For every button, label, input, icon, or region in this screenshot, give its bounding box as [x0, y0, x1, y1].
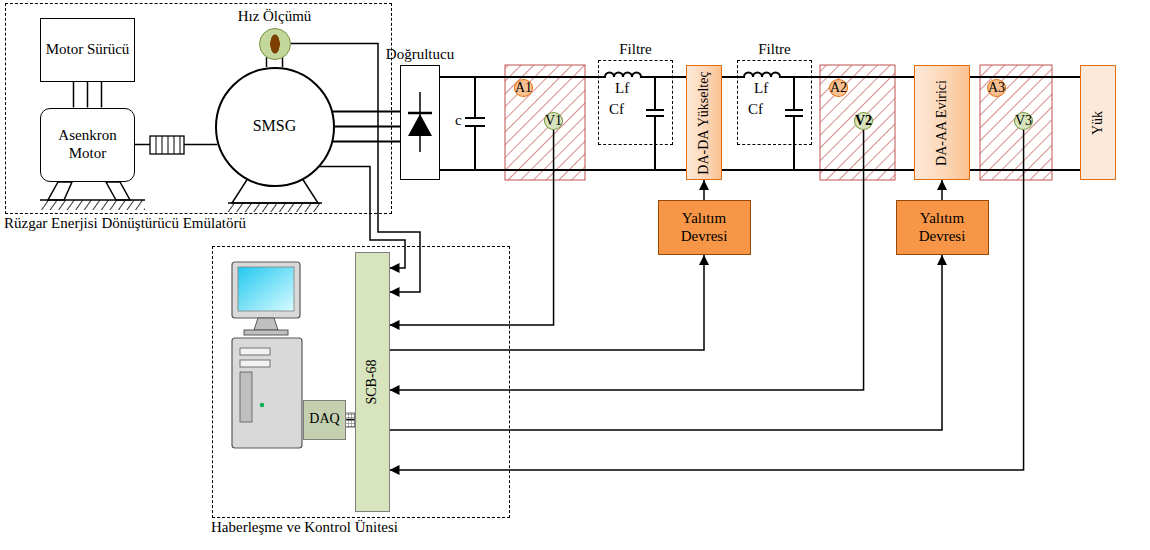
inductor-symbol	[598, 73, 673, 78]
node-label: Doğrultucu	[386, 46, 454, 63]
isolation-box: Yalıtım Devresi	[658, 200, 751, 255]
ribbon-cable	[345, 413, 355, 427]
motor-box: Asenkron Motor	[40, 108, 135, 182]
ground-line	[228, 202, 322, 204]
node-label: Haberleşme ve Kontrol Ünitesi	[211, 519, 398, 536]
node-label: Yük	[1090, 70, 1106, 175]
voltage-sensor: V1	[544, 112, 563, 130]
dc-rail	[440, 169, 1080, 171]
node-label: SMSG	[253, 117, 297, 135]
emulator-region: Motor SürücüAsenkron Motor Hız ÖlçümüSMSG…	[5, 3, 392, 214]
ground-hatch	[40, 200, 145, 210]
isolation-box: Yalıtım Devresi	[896, 200, 989, 255]
current-sensor: A2	[829, 79, 848, 97]
node-label: V1	[545, 113, 562, 129]
signal-wire	[390, 130, 864, 390]
power-led	[260, 403, 264, 407]
component-label: c	[455, 112, 462, 129]
node-label: A2	[830, 80, 847, 96]
signal-wire	[941, 180, 943, 200]
power-wire	[812, 76, 914, 78]
power-wire	[970, 76, 1080, 78]
component-label: Cf	[748, 101, 763, 118]
node-label: SCB-68	[364, 257, 380, 507]
node-label: V3	[1015, 113, 1032, 129]
speed-sensor: Hız Ölçümü	[259, 28, 291, 60]
diode-bar	[408, 112, 432, 115]
monitor-screen	[238, 267, 294, 311]
voltage-sensor: V2	[854, 112, 873, 130]
filter-box: FiltreLfCf	[737, 60, 812, 145]
node-label: Yalıtım Devresi	[662, 210, 747, 245]
signal-wire	[390, 255, 705, 350]
node-label: Filtre	[619, 41, 652, 58]
generator-circle: SMSG	[215, 67, 335, 187]
rectifier-box: Doğrultucu	[400, 65, 440, 180]
motor-foot	[48, 182, 72, 200]
node-label: DA-AA Evirici	[934, 70, 950, 175]
measurement-zone	[820, 65, 895, 180]
load-box: Yük	[1080, 65, 1116, 180]
monitor	[232, 262, 300, 318]
node-label: DAQ	[309, 411, 339, 427]
process-box: Motor Sürücü	[40, 18, 135, 82]
control-region: SCB-68DAQHaberleşme ve Kontrol Ünitesi	[212, 246, 510, 518]
node-label: Filtre	[758, 41, 791, 58]
filter-box: FiltreLfCf	[598, 60, 673, 145]
node-label: Rüzgar Enerjisi Dönüştürücü Emülatörü	[4, 215, 246, 232]
component-label: Lf	[754, 80, 768, 97]
drive-bay	[240, 360, 270, 367]
ground-line	[40, 199, 145, 201]
daq-box: DAQ	[303, 400, 346, 440]
monitor-base	[244, 330, 288, 335]
node-label: Yalıtım Devresi	[900, 210, 985, 245]
node-label: A3	[988, 80, 1005, 96]
signal-wire	[703, 180, 705, 200]
voltage-sensor: V3	[1014, 112, 1033, 130]
component-label: Cf	[609, 101, 624, 118]
node-label: DA-DA Yükselteç	[696, 70, 712, 175]
computer-tower	[232, 338, 302, 448]
terminal-block: SCB-68	[355, 252, 390, 512]
power-wire	[722, 76, 737, 78]
signal-wire	[390, 255, 943, 430]
capacitor-symbol	[646, 77, 664, 170]
drive-bay	[240, 348, 270, 355]
shaft-coupling	[150, 136, 184, 154]
signal-wire	[390, 130, 554, 325]
node-label: Motor Sürücü	[46, 41, 130, 58]
measurement-zone	[980, 65, 1052, 180]
signal-wire	[74, 82, 102, 108]
component-label: Lf	[615, 80, 629, 97]
motor-foot	[106, 182, 130, 200]
node-label: Hız Ölçümü	[238, 8, 312, 25]
current-sensor: A3	[987, 79, 1006, 97]
inverter-box: DA-AA Evirici	[914, 65, 970, 180]
power-wire	[673, 76, 686, 78]
power-wire	[440, 76, 598, 78]
signal-wire	[390, 130, 1024, 470]
diode-symbol	[408, 114, 432, 136]
ground-hatch	[228, 203, 322, 212]
power-wire	[333, 112, 400, 142]
current-sensor: A1	[514, 79, 533, 97]
monitor-stand	[254, 318, 278, 330]
node-label: Asenkron Motor	[44, 127, 131, 162]
tower-panel	[240, 372, 252, 422]
measurement-zone	[505, 65, 585, 180]
node-label: A1	[515, 80, 532, 96]
converter-box: DA-DA Yükselteç	[686, 65, 722, 180]
capacitor-symbol	[785, 77, 803, 170]
capacitor-symbol	[465, 77, 485, 170]
coupling-ribs	[156, 136, 180, 154]
inductor-symbol	[737, 73, 812, 78]
node-label: V2	[855, 113, 872, 129]
